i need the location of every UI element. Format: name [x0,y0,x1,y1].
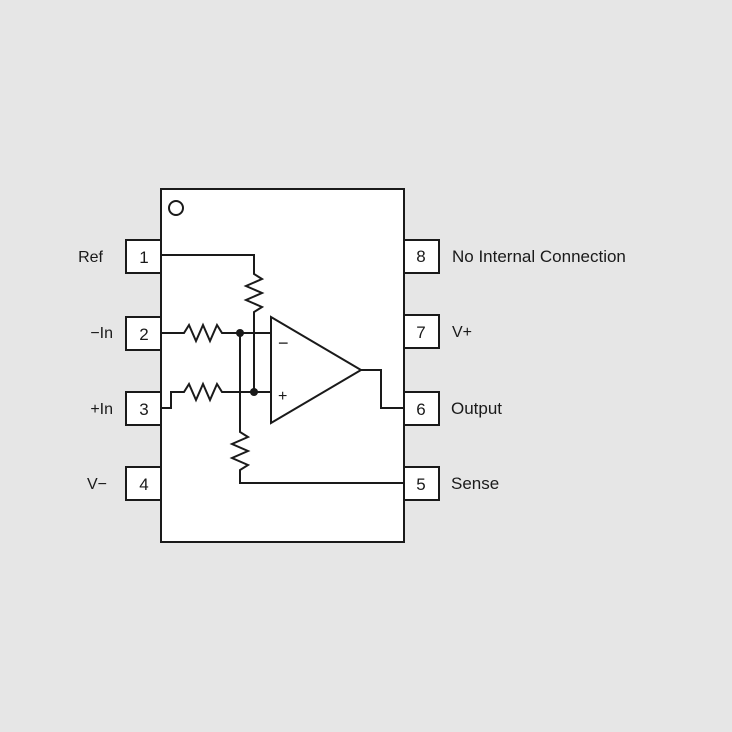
pin-label-v-plus: V+ [452,324,472,341]
pin-box-8 [403,239,440,274]
pin-label-v-minus: V− [87,476,107,493]
feedback-resistor-bottom [229,428,404,484]
pin-label-ref: Ref [78,249,103,266]
pin-label-output: Output [451,399,502,418]
pin-label-no-internal-connection: No Internal Connection [452,247,626,266]
pin1-orientation-mark [168,200,184,216]
pin-label-minus-in: −In [90,325,113,342]
pin-box-4 [125,466,162,501]
pin-number-5: 5 [416,475,425,494]
pin-box-1 [125,239,162,274]
pin-number-7: 7 [416,323,425,342]
opamp-inverting-symbol: − [278,333,289,353]
feedback-resistor-top [243,268,265,333]
plus-in-resistor [161,381,271,409]
pin-box-2 [125,316,162,351]
output-wire [361,369,404,409]
pin-number-2: 2 [139,325,148,344]
pin-number-6: 6 [416,400,425,419]
pin-box-7 [403,314,440,349]
pin-label-plus-in: +In [90,401,113,418]
junction-dot-inverting [236,329,244,337]
pin-label-sense: Sense [451,474,499,493]
pin-number-1: 1 [139,248,148,267]
junction-dot-noninverting [250,388,258,396]
ic-package-body [160,188,405,543]
pin-number-3: 3 [139,400,148,419]
opamp-triangle [270,315,363,425]
opamp-noninverting-symbol: + [278,388,287,405]
pin-number-4: 4 [139,475,148,494]
minus-in-resistor [161,322,240,344]
pin-number-8: 8 [416,247,425,266]
ref-wire [161,254,255,268]
